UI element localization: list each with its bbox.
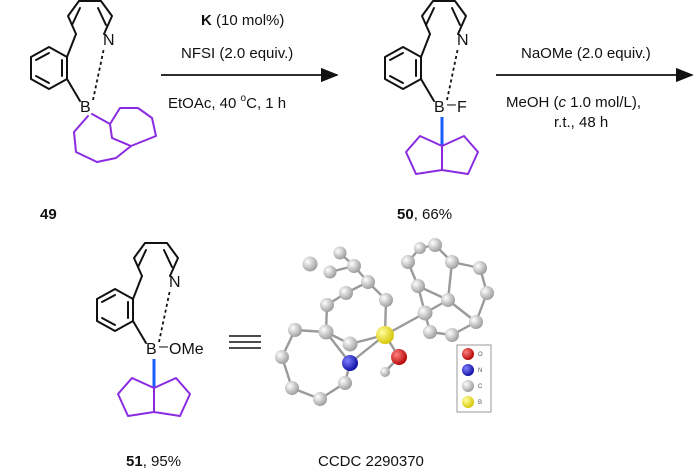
compound-49-structure <box>30 0 157 163</box>
bond-b-f-50: – <box>447 96 456 113</box>
equivalence-sign <box>229 335 261 349</box>
step2-reagent: NaOMe (2.0 equiv.) <box>521 45 651 62</box>
crystal-legend <box>456 344 492 413</box>
atom-b-49: B <box>80 99 91 116</box>
atom-n-50: N <box>457 32 469 49</box>
bond-b-o-51: – <box>159 338 168 355</box>
step1-reagent: NFSI (2.0 equiv.) <box>181 45 293 62</box>
legend-label-o: O <box>478 352 483 358</box>
compound-label-51: 51, 95% <box>126 453 181 470</box>
step1-conditions: EtOAc, 40 oC, 1 h <box>168 93 286 112</box>
legend-label-n: N <box>478 368 482 374</box>
atom-ome-51: OMe <box>169 341 204 358</box>
compound-51-structure <box>96 242 191 417</box>
ccdc-label: CCDC 2290370 <box>318 453 424 470</box>
crystal-structure-model <box>275 238 494 406</box>
legend-label-b: B <box>478 400 482 406</box>
atom-f-50: F <box>457 99 467 116</box>
atom-n-49: N <box>103 32 115 49</box>
compound-number-49: 49 <box>40 206 57 223</box>
compound-50-structure <box>384 0 479 175</box>
atom-b-50: B <box>434 99 445 116</box>
atom-n-51: N <box>169 274 181 291</box>
legend-label-c: C <box>478 384 483 390</box>
step2-time: r.t., 48 h <box>554 114 608 131</box>
step2-solvent: MeOH (c 1.0 mol/L), <box>506 94 641 111</box>
atom-b-51: B <box>146 341 157 358</box>
step1-catalyst: K (10 mol%) <box>201 12 284 29</box>
compound-label-50: 50, 66% <box>397 206 452 223</box>
